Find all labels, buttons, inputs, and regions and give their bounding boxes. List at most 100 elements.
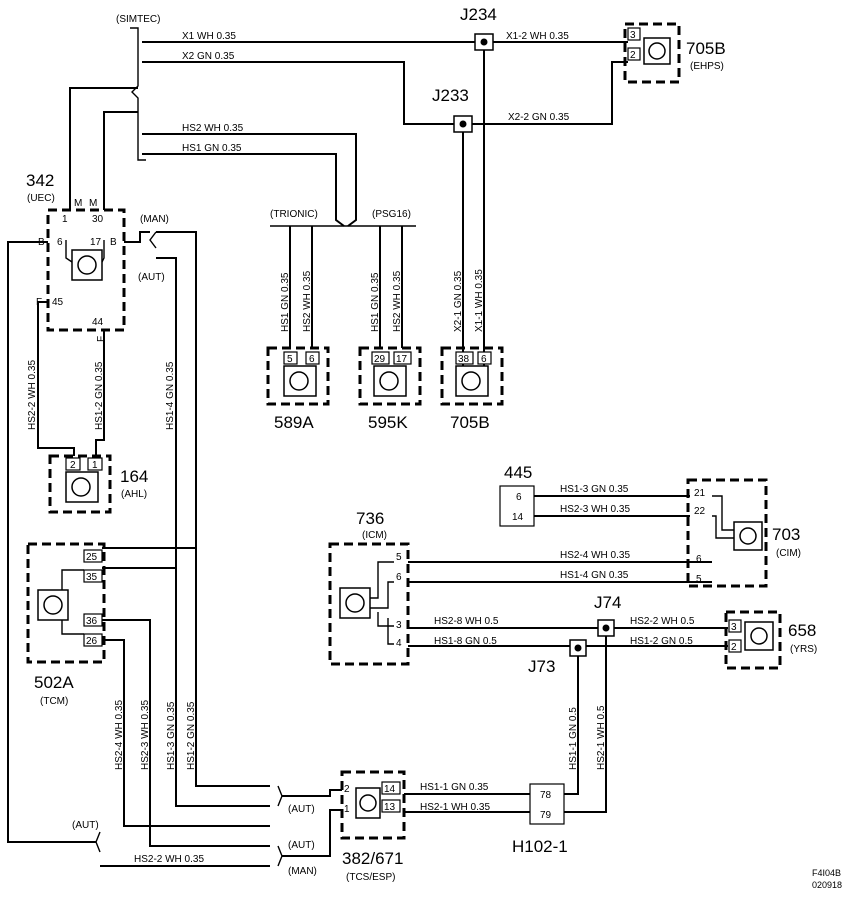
svg-text:B: B bbox=[110, 237, 117, 248]
wire-uec-b6 bbox=[7, 241, 96, 843]
wire-hs1-3-v bbox=[175, 568, 270, 807]
aut-label-left: (AUT) bbox=[72, 820, 99, 831]
wire-hs1-2-left bbox=[95, 330, 105, 456]
svg-text:HS1-2 GN 0.5: HS1-2 GN 0.5 bbox=[630, 636, 693, 647]
svg-text:5: 5 bbox=[696, 574, 702, 585]
man-label-top: (MAN) bbox=[140, 214, 169, 225]
wire-hs2-2-left bbox=[37, 301, 75, 456]
svg-text:HS1-2 GN 0.35: HS1-2 GN 0.35 bbox=[186, 701, 197, 770]
svg-text:13: 13 bbox=[384, 802, 396, 813]
svg-text:3: 3 bbox=[630, 30, 636, 41]
705b-ehps-name: (EHPS) bbox=[690, 61, 724, 72]
svg-text:2: 2 bbox=[630, 50, 636, 61]
ecu-icon bbox=[739, 527, 757, 545]
736-number: 736 bbox=[356, 509, 384, 528]
h102-1-number: H102-1 bbox=[512, 837, 568, 856]
component-164-ahl bbox=[48, 454, 112, 514]
705b-number: 705B bbox=[450, 413, 490, 432]
703-name: (CIM) bbox=[776, 548, 801, 559]
wire-man-top bbox=[102, 231, 197, 549]
svg-text:M: M bbox=[89, 198, 97, 209]
658-number: 658 bbox=[788, 621, 816, 640]
svg-text:1: 1 bbox=[344, 804, 350, 815]
svg-text:HS2-3 WH 0.35: HS2-3 WH 0.35 bbox=[560, 504, 630, 515]
svg-text:29: 29 bbox=[374, 354, 386, 365]
ecu-icon bbox=[77, 255, 97, 275]
wire-hs1 bbox=[142, 153, 345, 227]
svg-text:6: 6 bbox=[516, 492, 522, 503]
svg-text:HS1-4 GN 0.35: HS1-4 GN 0.35 bbox=[165, 361, 176, 430]
man-label-low: (MAN) bbox=[288, 866, 317, 877]
svg-text:1: 1 bbox=[62, 214, 68, 225]
svg-text:HS2-1 WH 0.5: HS2-1 WH 0.5 bbox=[596, 705, 607, 770]
svg-text:78: 78 bbox=[540, 790, 552, 801]
svg-text:HS1-4 GN 0.35: HS1-4 GN 0.35 bbox=[560, 570, 629, 581]
ecu-icon bbox=[71, 477, 91, 497]
svg-text:5: 5 bbox=[396, 552, 402, 563]
wire-uec-m1 bbox=[69, 87, 138, 210]
wire-hs2-3-v bbox=[102, 619, 270, 847]
658-name: (YRS) bbox=[790, 644, 817, 655]
aut-bracket-mid bbox=[277, 785, 283, 807]
svg-text:HS2 WH 0.35: HS2 WH 0.35 bbox=[302, 270, 313, 332]
svg-text:45: 45 bbox=[52, 297, 64, 308]
svg-text:HS2-4 WH 0.35: HS2-4 WH 0.35 bbox=[114, 700, 125, 770]
component-595k bbox=[358, 346, 422, 406]
ecu-icon bbox=[43, 595, 63, 615]
svg-text:HS1 GN 0.35: HS1 GN 0.35 bbox=[280, 272, 291, 332]
svg-text:22: 22 bbox=[694, 506, 706, 517]
connector-445 bbox=[499, 485, 535, 527]
wire-hs2 bbox=[142, 133, 357, 227]
wire-x2-2 bbox=[472, 61, 628, 125]
ecu-icon bbox=[345, 593, 365, 613]
502a-number: 502A bbox=[34, 673, 74, 692]
svg-text:M: M bbox=[74, 198, 82, 209]
wire-hs1-1-v bbox=[564, 656, 579, 795]
man-aut-bracket bbox=[149, 231, 157, 249]
svg-text:14: 14 bbox=[384, 784, 396, 795]
wire-hs2-4-v bbox=[102, 639, 270, 827]
j233-label: J233 bbox=[432, 86, 469, 105]
svg-text:HS1-2 GN 0.35: HS1-2 GN 0.35 bbox=[94, 361, 105, 430]
wire-hs2-label: HS2 WH 0.35 bbox=[182, 123, 244, 134]
wire-x1-label: X1 WH 0.35 bbox=[182, 31, 236, 42]
wire-hs1-2-v bbox=[195, 548, 270, 787]
svg-text:6: 6 bbox=[309, 354, 315, 365]
psg16-label: (PSG16) bbox=[372, 209, 411, 220]
svg-text:17: 17 bbox=[396, 354, 408, 365]
wire-hs2-1-v bbox=[564, 636, 607, 813]
svg-text:6: 6 bbox=[396, 572, 402, 583]
svg-text:79: 79 bbox=[540, 810, 552, 821]
svg-text:17: 17 bbox=[90, 237, 102, 248]
164-name: (AHL) bbox=[121, 489, 147, 500]
svg-text:1: 1 bbox=[92, 460, 98, 471]
component-589a bbox=[266, 346, 330, 406]
svg-text:HS1-8 GN 0.5: HS1-8 GN 0.5 bbox=[434, 636, 497, 647]
svg-text:36: 36 bbox=[86, 616, 98, 627]
connector-h102-1 bbox=[529, 783, 565, 825]
svg-text:14: 14 bbox=[512, 512, 524, 523]
component-736-icm bbox=[328, 542, 410, 666]
svg-text:2: 2 bbox=[731, 642, 737, 653]
figure-date: 020918 bbox=[812, 880, 842, 890]
ecu-icon bbox=[379, 371, 399, 391]
705b-ehps-number: 705B bbox=[686, 39, 726, 58]
aut-label-mid: (AUT) bbox=[288, 804, 315, 815]
svg-text:6: 6 bbox=[57, 237, 63, 248]
j73-label: J73 bbox=[528, 657, 555, 676]
wire-uec-m30 bbox=[103, 111, 138, 210]
svg-text:21: 21 bbox=[694, 488, 706, 499]
736-name: (ICM) bbox=[362, 530, 387, 541]
svg-text:25: 25 bbox=[86, 552, 98, 563]
445-number: 445 bbox=[504, 463, 532, 482]
aut-label-top: (AUT) bbox=[138, 272, 165, 283]
wire-hs1-label: HS1 GN 0.35 bbox=[182, 143, 242, 154]
wire-uec-b17 bbox=[124, 231, 150, 243]
wire-x1-2-label: X1-2 WH 0.35 bbox=[506, 31, 569, 42]
svg-text:35: 35 bbox=[86, 572, 98, 583]
aut-bracket-left bbox=[95, 831, 101, 853]
svg-text:HS2-8 WH 0.5: HS2-8 WH 0.5 bbox=[434, 616, 499, 627]
342-name: (UEC) bbox=[27, 193, 55, 204]
wire-hs1-4-left bbox=[102, 257, 177, 569]
svg-text:2: 2 bbox=[344, 784, 350, 795]
